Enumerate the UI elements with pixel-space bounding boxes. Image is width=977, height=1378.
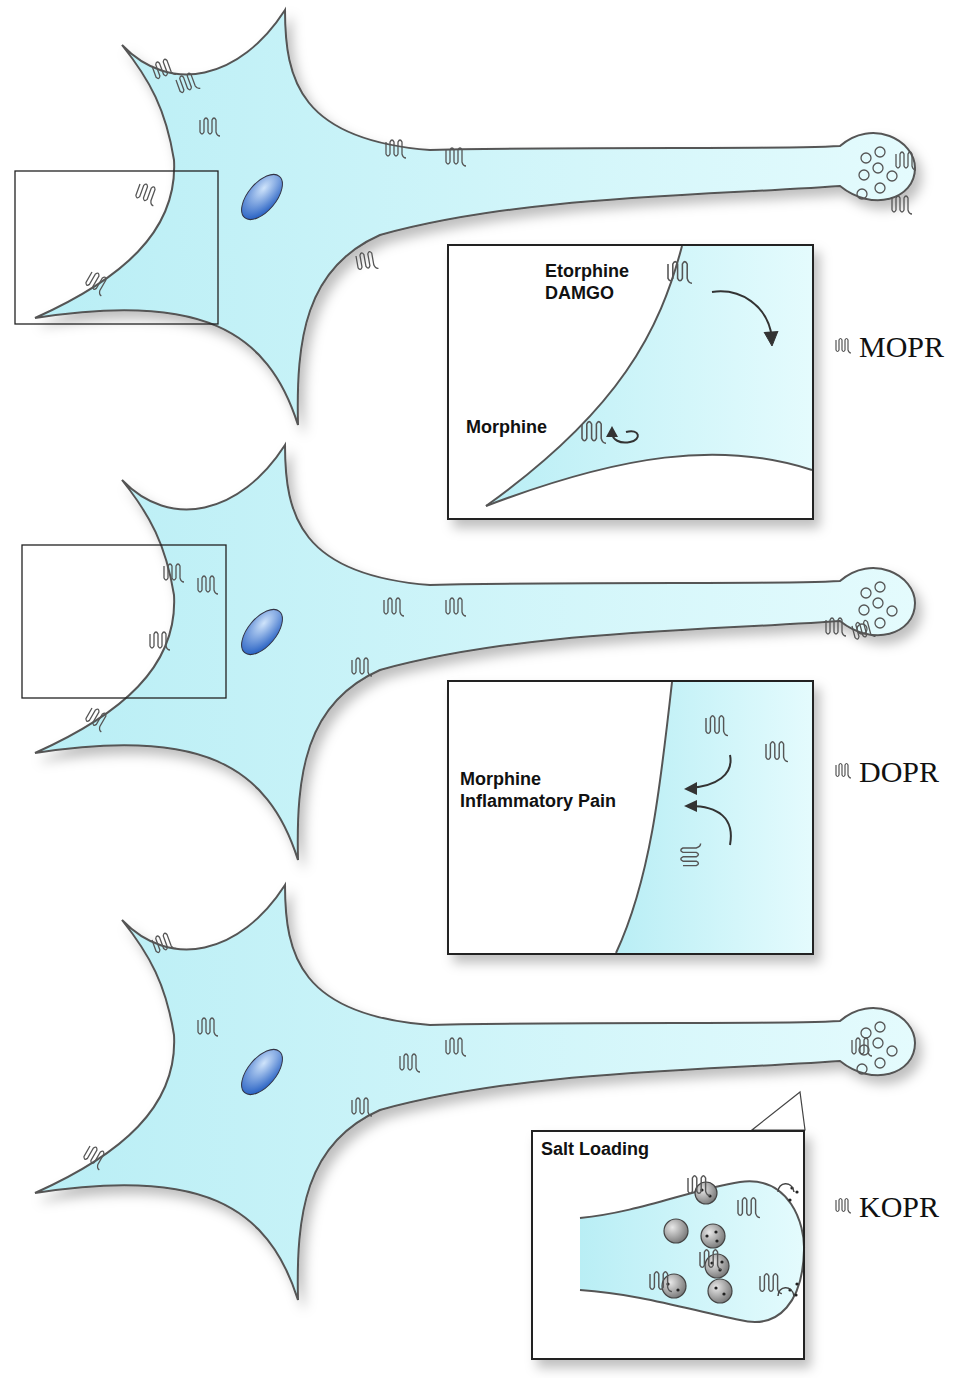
- legend-entry: MOPR: [835, 330, 944, 364]
- inset-box: Etorphine DAMGO Morphine: [447, 244, 814, 520]
- inset-label: Salt Loading: [541, 1138, 649, 1160]
- inset-label: Etorphine DAMGO: [545, 260, 660, 304]
- legend-entry: KOPR: [835, 1190, 939, 1224]
- legend-label: DOPR: [859, 755, 939, 789]
- inset-label: Morphine: [466, 416, 547, 438]
- inset-box: Salt Loading: [531, 1130, 805, 1360]
- legend-entry: DOPR: [835, 755, 939, 789]
- receptor-icon: [835, 761, 853, 783]
- inset-label: Morphine Inflammatory Pain: [460, 768, 650, 812]
- legend-label: MOPR: [859, 330, 944, 364]
- receptor-icon: [835, 336, 853, 358]
- legend-label: KOPR: [859, 1190, 939, 1224]
- receptor-icon: [835, 1196, 853, 1218]
- inset-box: Morphine Inflammatory Pain: [447, 680, 814, 955]
